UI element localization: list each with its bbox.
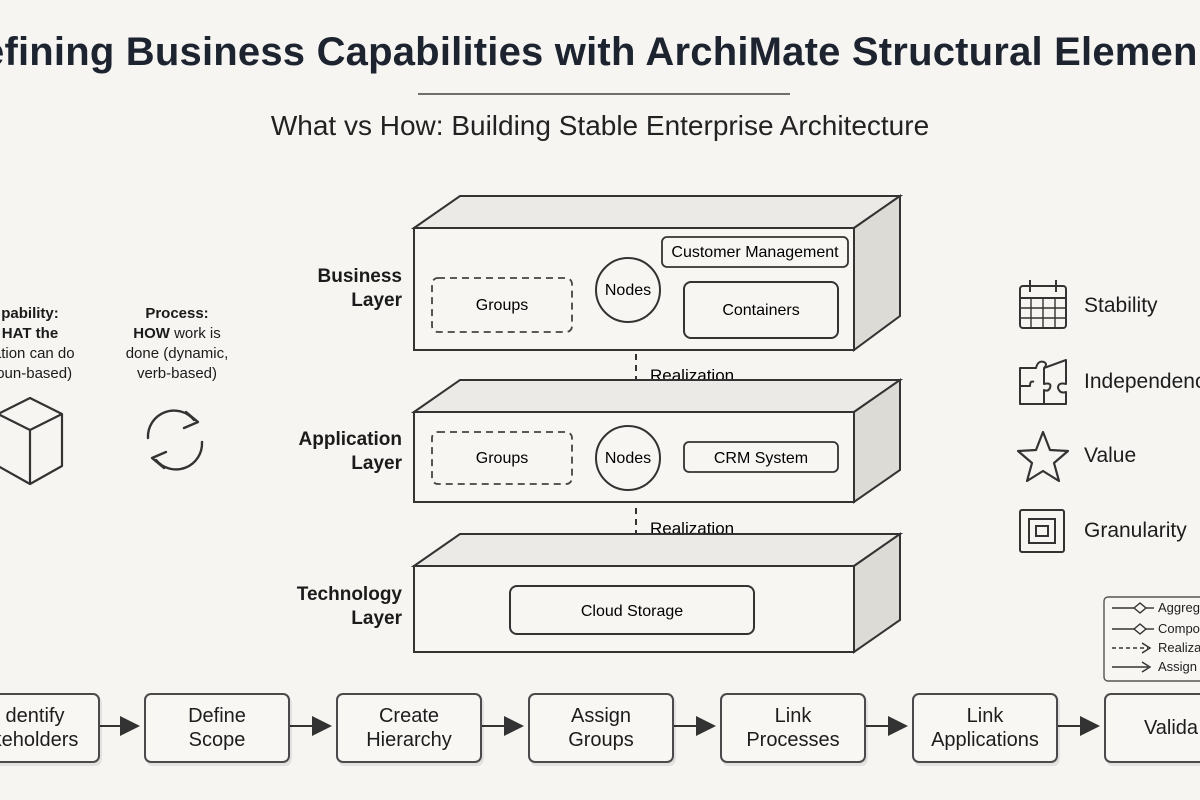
cycle-icon [146, 409, 204, 471]
realization-legend-symbol [1112, 642, 1152, 654]
crm-system-label: CRM System [714, 450, 808, 467]
process-heading: Process: [145, 305, 209, 322]
business-nodes-label: Nodes [605, 282, 651, 299]
legend-assignment: Assign [1158, 659, 1198, 674]
puzzle-icon [1019, 359, 1067, 405]
capability-line-2: zation can do [0, 345, 75, 362]
business-nodes-circle [595, 257, 661, 323]
benefit-value: Value [1084, 444, 1137, 467]
application-nodes-label: Nodes [605, 450, 651, 467]
star-icon [1016, 430, 1070, 483]
capability-heading: pability: [1, 305, 59, 322]
capability-line-3: noun-based) [0, 365, 73, 382]
aggregation-legend-symbol [1112, 602, 1154, 614]
process-line-3: verb-based) [136, 365, 218, 382]
page-subtitle: What vs How: Building Stable Enterprise … [270, 110, 930, 141]
customer-management-label: Customer Management [671, 244, 839, 261]
granularity-icon [1019, 509, 1065, 553]
process-line-2: done (dynamic, [125, 345, 229, 362]
customer-management-box [661, 236, 849, 268]
benefit-granularity: Granularity [1084, 519, 1187, 542]
cloud-storage-label: Cloud Storage [581, 603, 683, 620]
legend-composition: Compo [1158, 621, 1200, 636]
composition-legend-symbol [1112, 623, 1154, 635]
crm-system-box [683, 441, 839, 473]
application-groups-box [431, 431, 573, 485]
capability-line-1: HAT the [1, 325, 59, 342]
cube-icon [0, 396, 64, 486]
business-groups-box [431, 277, 573, 333]
legend-realization: Realiza [1158, 640, 1200, 655]
cloud-storage-box [509, 585, 755, 635]
capability-description: pability: HAT the zation can do noun-bas… [0, 304, 100, 384]
business-groups-label: Groups [476, 297, 528, 314]
application-groups-label: Groups [476, 450, 528, 467]
assignment-legend-symbol [1112, 661, 1152, 673]
calendar-icon [1019, 280, 1067, 329]
containers-label: Containers [722, 302, 799, 319]
containers-box [683, 281, 839, 339]
step-validate: Valida [1104, 693, 1200, 763]
application-nodes-circle [595, 425, 661, 491]
benefit-independence: Independenc [1084, 370, 1200, 393]
process-description: Process: HOW work is done (dynamic, verb… [112, 304, 242, 384]
process-line-1: HOW work is [133, 325, 221, 342]
title-divider [418, 93, 790, 95]
benefit-stability: Stability [1084, 294, 1158, 317]
page-title: efining Business Capabilities with Archi… [0, 30, 1198, 74]
legend-aggregation: Aggreg [1158, 600, 1200, 615]
legend-box [1103, 596, 1200, 682]
